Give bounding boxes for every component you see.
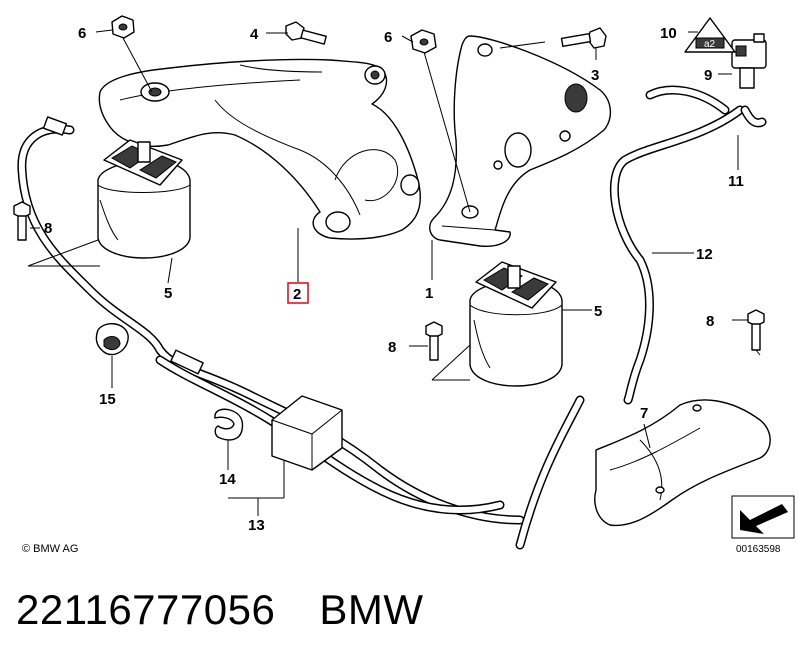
copyright-text: © BMW AG xyxy=(22,543,78,555)
warning-label-text: a2 xyxy=(704,39,716,50)
heat-shield xyxy=(594,399,771,527)
callout-8-center: 8 xyxy=(388,339,396,356)
leader-lines xyxy=(27,29,761,516)
drawing-number: 00163598 xyxy=(736,544,781,555)
callout-1: 1 xyxy=(425,285,433,302)
arm-mount-hole-lower xyxy=(325,211,351,233)
hose-end-fitting xyxy=(42,116,68,136)
vacuum-line xyxy=(609,85,767,405)
hose-clamp-block xyxy=(271,395,343,471)
warning-label: a2 xyxy=(684,17,736,53)
callout-10: 10 xyxy=(660,25,677,42)
callout-14: 14 xyxy=(219,471,236,488)
callout-11: 11 xyxy=(728,173,744,190)
engine-support-arm xyxy=(98,58,421,240)
bolt-4 xyxy=(285,21,327,45)
callout-8-right: 8 xyxy=(706,313,714,330)
hex-nut-right xyxy=(410,29,437,54)
hose-bracket-clip xyxy=(214,408,244,441)
callout-6-left: 6 xyxy=(78,25,86,42)
brand-name: BMW xyxy=(319,586,424,633)
callout-3: 3 xyxy=(591,67,599,84)
callout-5-left: 5 xyxy=(164,285,172,302)
bolt-8-right xyxy=(747,309,765,351)
callout-15: 15 xyxy=(99,391,116,408)
callout-9: 9 xyxy=(704,67,712,84)
callout-5-right: 5 xyxy=(594,303,602,320)
callout-6-right: 6 xyxy=(384,29,392,46)
engine-mount-right xyxy=(469,261,563,387)
callout-7: 7 xyxy=(640,405,648,422)
engine-mount-left xyxy=(97,139,191,259)
bolt-3 xyxy=(560,27,607,49)
callout-2-highlighted: 2 xyxy=(293,286,301,303)
part-number: 22116777056 xyxy=(16,586,276,633)
callout-12: 12 xyxy=(696,246,713,263)
callout-8-left: 8 xyxy=(44,220,52,237)
hose-clip xyxy=(95,323,129,356)
callouts: 6 4 6 3 10 9 11 12 8 5 2 1 5 8 8 15 7 14… xyxy=(44,25,744,534)
hose-connector xyxy=(170,349,204,375)
orientation-marker: 00163598 xyxy=(731,495,795,555)
exploded-parts-diagram: a2 6 4 6 3 10 xyxy=(13,15,795,555)
highlight-box xyxy=(287,282,309,304)
bolt-8-center xyxy=(425,321,443,361)
engine-mount-bracket xyxy=(429,35,611,248)
hex-nut-left xyxy=(111,15,135,39)
part-caption: 22116777056 BMW xyxy=(16,586,423,634)
callout-13: 13 xyxy=(248,517,265,534)
vacuum-valve xyxy=(731,33,767,89)
callout-4: 4 xyxy=(250,26,259,43)
bolt-8-left xyxy=(13,201,31,241)
